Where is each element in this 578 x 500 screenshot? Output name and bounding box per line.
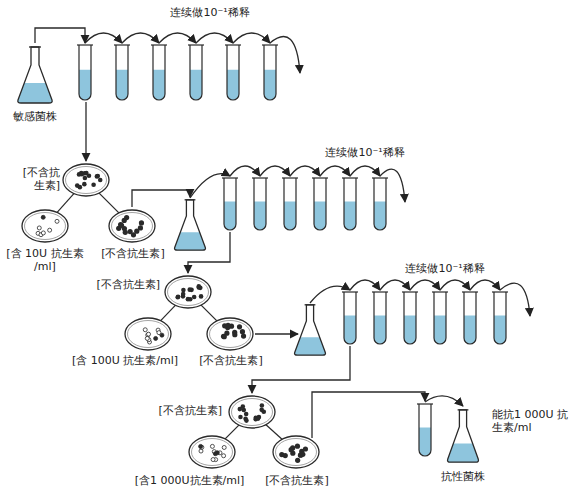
arrow xyxy=(255,333,298,334)
test-tube xyxy=(372,292,388,344)
test-tube xyxy=(225,45,241,100)
test-tube xyxy=(77,45,93,100)
culture-plate: [不含抗生素] xyxy=(228,395,276,429)
flask-outline xyxy=(445,408,481,464)
test-tube xyxy=(342,178,358,230)
dilution-arrow xyxy=(260,166,290,176)
transfer-line xyxy=(161,305,176,320)
plate-outline xyxy=(188,435,236,469)
culture-flask: 抗性菌株 xyxy=(445,408,481,464)
dilution-arrow xyxy=(470,280,500,290)
test-tube xyxy=(114,45,130,100)
culture-flask: 敏感菌株 xyxy=(15,45,55,105)
transfer-line xyxy=(99,193,119,213)
culture-flask xyxy=(175,200,206,250)
plate-outline xyxy=(108,209,156,243)
arrow xyxy=(132,190,190,207)
dilution-arrow xyxy=(230,166,260,176)
test-tube xyxy=(262,45,278,100)
plate-label: [不含抗生素] xyxy=(98,247,168,260)
transfer-line xyxy=(266,425,282,440)
test-tube xyxy=(188,45,204,100)
note-label: 能抗1 000U 抗生素/ml xyxy=(492,408,572,434)
culture-plate: [含 10U 抗生素 /ml] xyxy=(21,209,69,243)
dilution-arrow xyxy=(440,280,470,290)
plate-outline xyxy=(21,209,69,243)
step-label: 连续做10⁻¹稀释 xyxy=(300,146,430,159)
arrow xyxy=(425,396,463,406)
dilution-arrow xyxy=(500,283,530,316)
transfer-line xyxy=(57,194,74,213)
dilution-arrow xyxy=(270,36,300,73)
strain-label: 敏感菌株 xyxy=(5,110,65,123)
plate-label: [不含抗生素] xyxy=(150,404,222,417)
test-tube xyxy=(282,178,298,230)
culture-plate: [不含抗生素] xyxy=(164,275,212,309)
dilution-arrow xyxy=(233,33,270,43)
dilution-arrow xyxy=(290,166,320,176)
flask-outline xyxy=(15,45,55,105)
step-label: 连续做10⁻¹稀释 xyxy=(140,6,280,19)
test-tube xyxy=(342,292,358,344)
dilution-arrow xyxy=(320,166,350,176)
dilution-arrow xyxy=(410,280,440,290)
test-tube xyxy=(402,292,418,344)
test-tube xyxy=(432,292,448,344)
plate-label: [不含抗生素] xyxy=(18,166,60,192)
arrow xyxy=(85,102,86,161)
plate-label: [不含抗生素] xyxy=(196,354,266,367)
arrow xyxy=(312,392,425,438)
arrow xyxy=(188,232,230,273)
test-tube xyxy=(462,292,478,344)
plate-label: [含 10U 抗生素 /ml] xyxy=(3,247,87,273)
plate-label: [含 100U 抗生素/ml] xyxy=(60,354,190,367)
culture-plate: [不含抗生素] xyxy=(62,163,110,197)
dilution-arrow xyxy=(159,33,196,43)
dilution-arrow xyxy=(196,33,233,43)
culture-plate: [不含抗生素] xyxy=(206,317,254,351)
plate-outline xyxy=(164,275,212,309)
plate-outline xyxy=(206,317,254,351)
culture-plate: [不含抗生素] xyxy=(272,435,320,469)
plate-outline xyxy=(272,435,320,469)
culture-plate: [含 100U 抗生素/ml] xyxy=(124,317,172,351)
test-tube xyxy=(372,178,388,230)
plate-outline xyxy=(228,395,276,429)
transfer-line xyxy=(201,305,217,321)
plate-label: [不含抗生素] xyxy=(92,278,160,291)
dilution-arrow xyxy=(350,280,380,290)
dilution-arrow xyxy=(122,33,159,43)
plate-label: [不含抗生素] xyxy=(262,474,332,487)
strain-label: 抗性菌株 xyxy=(420,470,506,483)
arrow xyxy=(35,28,85,43)
culture-plate: [含1 000U抗生素/ml] xyxy=(188,435,236,469)
test-tube xyxy=(151,45,167,100)
arrow xyxy=(252,346,350,393)
dilution-arrow xyxy=(380,280,410,290)
dilution-arrow xyxy=(85,33,122,43)
culture-plate: [不含抗生素] xyxy=(108,209,156,243)
test-tube xyxy=(417,404,433,456)
dilution-arrow xyxy=(380,169,405,202)
plate-outline xyxy=(62,163,110,197)
test-tube xyxy=(222,178,238,230)
culture-flask xyxy=(295,305,326,355)
plate-label: [含1 000U抗生素/ml] xyxy=(122,474,257,487)
test-tube xyxy=(252,178,268,230)
dilution-arrow xyxy=(350,166,380,176)
transfer-line xyxy=(225,425,239,439)
test-tube xyxy=(312,178,328,230)
step-label: 连续做10⁻¹稀释 xyxy=(380,262,510,275)
plate-outline xyxy=(124,317,172,351)
test-tube xyxy=(492,292,508,344)
